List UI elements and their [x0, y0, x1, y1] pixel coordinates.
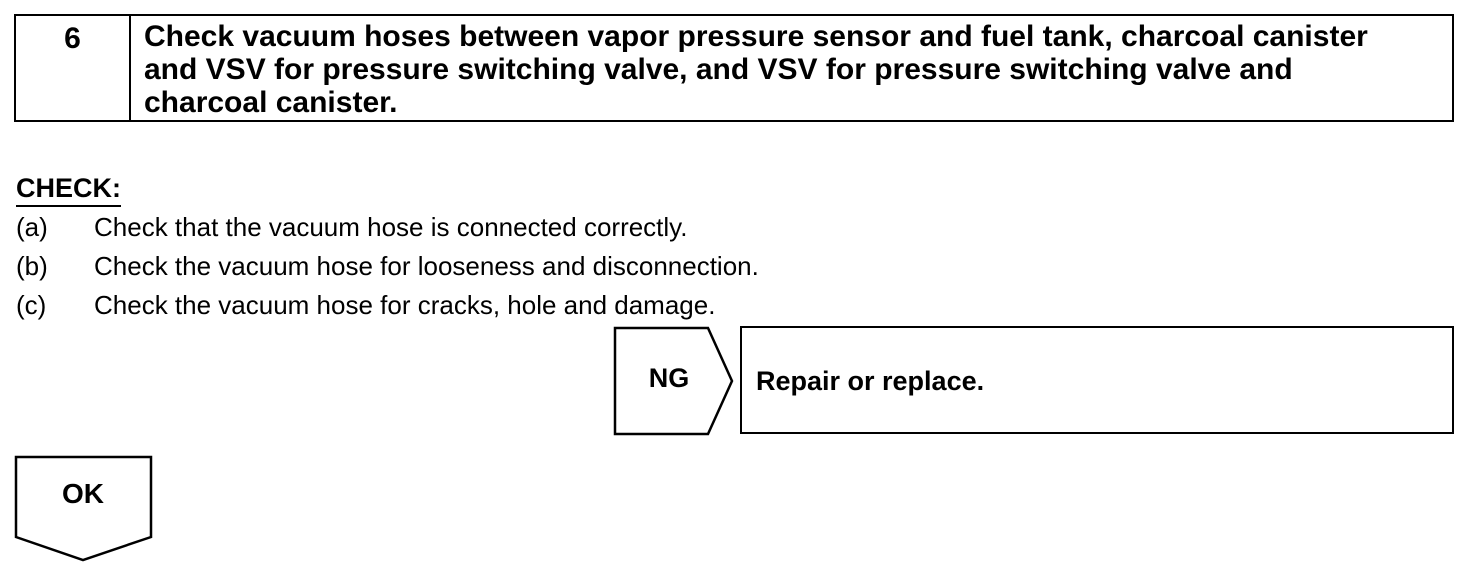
ng-action-box: Repair or replace.	[740, 326, 1454, 434]
check-item-letter: (b)	[16, 251, 48, 281]
check-item-b: (b) Check the vacuum hose for looseness a…	[16, 247, 759, 286]
check-list: (a) Check that the vacuum hose is connect…	[16, 208, 759, 325]
check-item-text: Check the vacuum hose for cracks, hole a…	[94, 290, 716, 320]
step-title: Check vacuum hoses between vapor pressur…	[144, 20, 1368, 119]
check-item-text: Check that the vacuum hose is connected …	[94, 212, 688, 242]
step-header: 6 Check vacuum hoses between vapor press…	[14, 14, 1454, 122]
check-item-text: Check the vacuum hose for looseness and …	[94, 251, 759, 281]
ok-arrow-icon	[14, 455, 153, 562]
ok-label: OK	[62, 478, 104, 509]
ng-label: NG	[648, 363, 690, 393]
ng-arrow-icon	[613, 326, 734, 436]
check-heading: CHECK:	[16, 172, 121, 207]
check-item-c: (c) Check the vacuum hose for cracks, hol…	[16, 286, 759, 325]
step-number: 6	[16, 16, 131, 120]
check-item-letter: (c)	[16, 290, 47, 320]
check-item-a: (a) Check that the vacuum hose is connect…	[16, 208, 759, 247]
check-item-letter: (a)	[16, 212, 48, 242]
ng-action-text: Repair or replace.	[756, 366, 985, 396]
